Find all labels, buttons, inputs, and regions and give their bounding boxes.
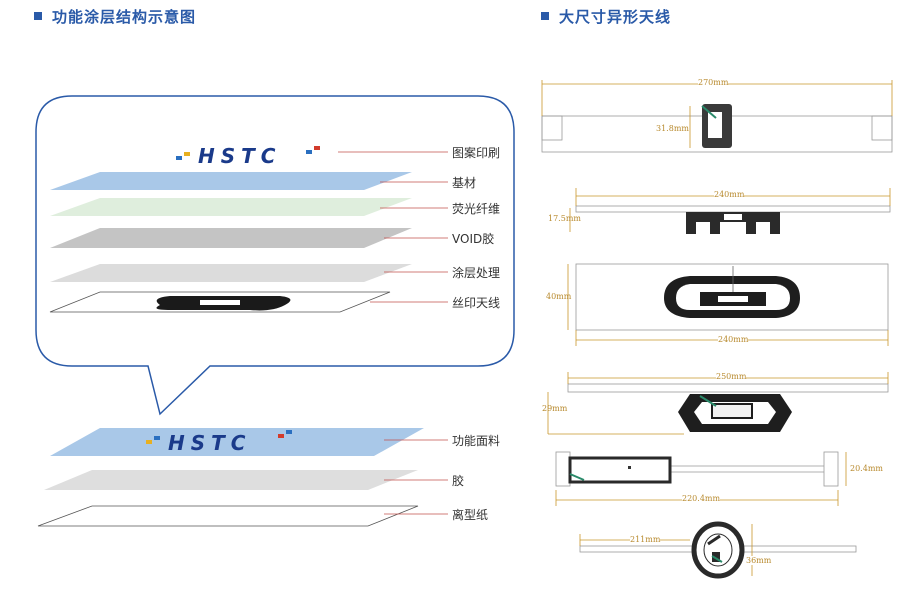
a4-height-label: 29mm	[542, 404, 568, 413]
label-substrate: 基材	[452, 176, 477, 190]
layer-coating	[50, 264, 412, 282]
callout-bubble	[35, 95, 515, 416]
hstc-logo-bottom: HSTC	[146, 430, 292, 455]
a1-height-label: 31.8mm	[656, 124, 689, 133]
a2-width-label: 240mm	[714, 190, 745, 199]
label-function-fabric: 功能面料	[452, 434, 501, 448]
title-bullet-icon	[541, 11, 549, 20]
label-release-paper: 离型纸	[452, 508, 489, 522]
a3-height-label: 40mm	[546, 292, 572, 301]
title-bullet-icon	[34, 11, 42, 20]
antenna-6	[579, 521, 857, 579]
label-void-glue: VOID胶	[452, 232, 495, 246]
svg-text:HSTC: HSTC	[168, 431, 251, 455]
label-pattern-print: 图案印刷	[452, 146, 501, 160]
a4-width-label: 250mm	[716, 372, 747, 381]
layer-fluorescent-fiber	[50, 198, 412, 216]
a2-height-label: 17.5mm	[548, 214, 581, 223]
a5-width-label: 220.4mm	[682, 494, 721, 503]
a5-height-label: 20.4mm	[850, 464, 883, 473]
label-printed-antenna: 丝印天线	[452, 296, 501, 310]
a6-height-label: 36mm	[746, 556, 772, 565]
layer-release-paper	[37, 505, 419, 527]
antenna-graphic	[156, 296, 291, 311]
antenna-4	[547, 372, 889, 435]
left-section-title: 功能涂层结构示意图	[34, 6, 196, 27]
hstc-logo-top: HSTC	[176, 144, 320, 168]
label-fluorescent-fiber: 荧光纤维	[452, 202, 501, 216]
antenna-3	[567, 263, 889, 346]
layer-void-glue	[50, 228, 412, 248]
a6-width-label: 211mm	[630, 535, 661, 544]
layer-substrate	[50, 172, 412, 190]
right-section-title: 大尺寸异形天线	[541, 6, 671, 27]
svg-text:HSTC: HSTC	[198, 144, 281, 168]
label-coating: 涂层处理	[452, 266, 501, 280]
layer-glue	[44, 470, 418, 490]
label-glue: 胶	[452, 474, 465, 488]
layer-function-fabric	[50, 428, 424, 456]
a1-width-label: 270mm	[698, 78, 729, 87]
a3-width-label: 240mm	[718, 335, 749, 344]
antenna-1	[541, 80, 893, 153]
antenna-5	[555, 451, 847, 506]
